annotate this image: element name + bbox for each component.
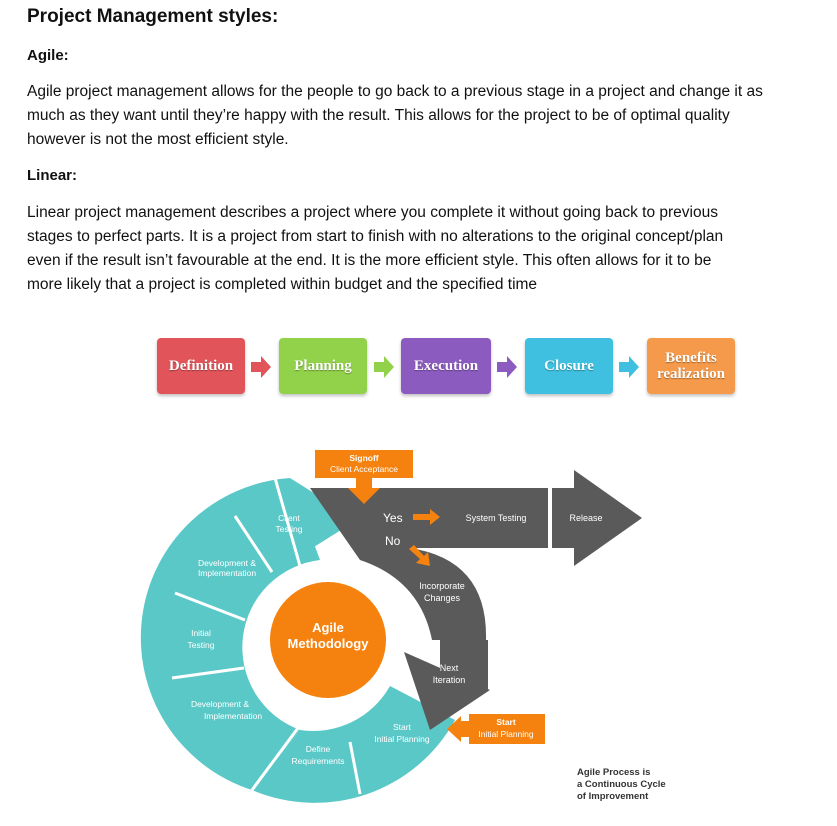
dark-arrowhead (404, 652, 490, 730)
release-arrowhead (574, 470, 642, 566)
agile-heading: Agile: (27, 47, 69, 64)
agile-line: however is not the most efficient style. (27, 131, 289, 148)
segment-label: Implementation (198, 568, 256, 578)
start-box (469, 714, 545, 744)
ring-separator (174, 591, 246, 622)
release-band (552, 488, 574, 548)
segment-label: Initial (191, 628, 211, 638)
incorporate-label: Changes (424, 593, 461, 603)
flow-arrow-icon (374, 356, 394, 378)
ring-wedge (252, 686, 455, 803)
segment-label: Implementation (204, 711, 262, 721)
ring-wedge (140, 478, 320, 790)
yes-arrow-icon (413, 509, 440, 525)
next-iteration-label: Iteration (433, 675, 466, 685)
ring-separator (273, 477, 302, 567)
ring-separator (348, 741, 362, 795)
diagram-caption: of Improvement (577, 791, 649, 802)
flow-step-benefits-realization: Benefits realization (647, 338, 735, 394)
center-label: Agile (312, 620, 344, 635)
page-title: Project Management styles: (27, 6, 279, 27)
ring-separator (250, 727, 300, 791)
segment-label: Testing (276, 524, 303, 534)
signoff-label: Signoff (349, 453, 378, 463)
segment-label: Define (306, 744, 331, 754)
linear-line: stages to perfect parts. It is a project… (27, 228, 724, 245)
signoff-arrow-icon (348, 478, 380, 504)
agile-line: much as they want until they’re happy wi… (27, 107, 730, 124)
agile-center-circle (270, 582, 386, 698)
center-label: Methodology (288, 636, 370, 651)
start-box-label: Start (496, 717, 516, 727)
flow-step-definition: Definition (157, 338, 245, 394)
flow-step-closure: Closure (525, 338, 613, 394)
no-label: No (385, 534, 401, 548)
linear-line: Linear project management describes a pr… (27, 204, 718, 221)
linear-line: more likely that a project is completed … (27, 276, 538, 293)
segment-label: Development & (191, 699, 249, 709)
flow-step-execution: Execution (401, 338, 491, 394)
linear-line: even if the result isn’t favourable at t… (27, 252, 712, 269)
release-label: Release (569, 513, 602, 523)
incorporate-label: Incorporate (419, 581, 465, 591)
flow-step-planning: Planning (279, 338, 367, 394)
ring-arrowhead (290, 478, 357, 562)
segment-label: Start (393, 722, 412, 732)
yes-label: Yes (383, 511, 403, 525)
agile-line: Agile project management allows for the … (27, 83, 763, 100)
agile-cycle-diagram: Agile Methodology Client Testing Develop… (140, 450, 666, 803)
segment-label: Testing (188, 640, 215, 650)
diagram-caption: Agile Process is (577, 767, 650, 778)
flow-arrow-icon (497, 356, 517, 378)
ring-separator (171, 666, 245, 680)
ring-separator (233, 515, 274, 573)
linear-heading: Linear: (27, 167, 78, 184)
diagram-caption: a Continuous Cycle (577, 779, 666, 790)
next-iteration-label: Next (440, 663, 459, 673)
segment-label: Development & (198, 558, 256, 568)
signoff-label: Client Acceptance (330, 464, 398, 474)
agile-ring (140, 477, 455, 803)
flow-arrow-icon (251, 356, 271, 378)
segment-label: Client (278, 513, 300, 523)
signoff-box (315, 450, 413, 478)
system-testing-label: System Testing (466, 513, 527, 523)
linear-paragraph: Linear project management describes a pr… (27, 201, 827, 297)
no-arrow-icon (409, 545, 430, 566)
start-arrow-icon (447, 716, 469, 742)
segment-label: Initial Planning (374, 734, 430, 744)
segment-label: Requirements (292, 756, 345, 766)
start-box-label: Initial Planning (478, 729, 534, 739)
flow-arrow-icon (619, 356, 639, 378)
agile-paragraph: Agile project management allows for the … (27, 80, 827, 152)
